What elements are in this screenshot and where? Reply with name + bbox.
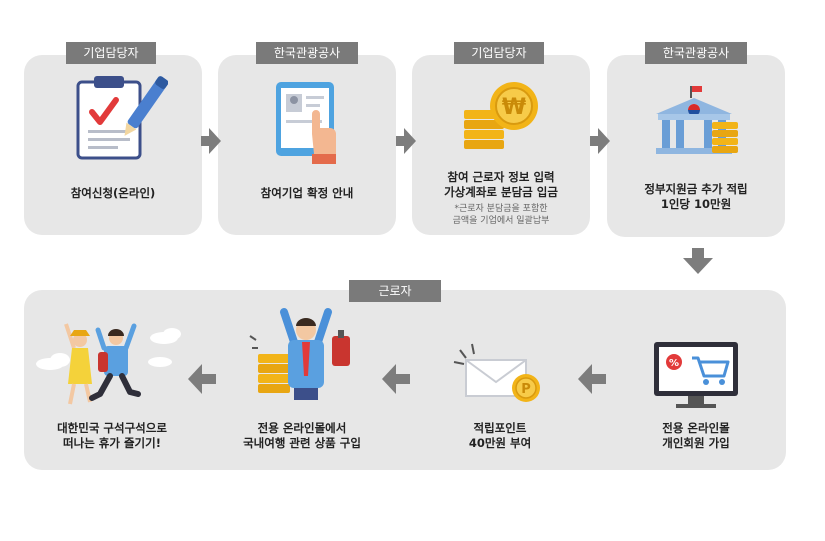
arrow-left-icon [382,364,410,394]
step-3-note-line1: *근로자 분담금을 포함한 [454,204,548,214]
step-4-role-tag: 한국관광공사 [645,42,747,64]
worker-step-3-label-line1: 전용 온라인몰에서 [257,421,347,435]
step-2-label: 참여기업 확정 안내 [260,186,354,200]
arrow-right-icon [201,128,221,154]
step-card-4 [607,55,785,237]
step-3-label-line2: 가상계좌로 분담금 입금 [444,185,558,199]
arrow-right-icon [590,128,610,154]
step-1-role-tag: 기업담당자 [66,42,156,64]
step-3-role-tag: 기업담당자 [454,42,544,64]
won-coins-icon: ₩ [464,82,538,149]
worker-step-2-label-line2: 40만원 부여 [468,436,532,450]
clipboard-checklist-icon [76,76,168,160]
envelope-point-icon: P [453,343,540,402]
worker-step-2-label-line1: 적립포인트 [473,421,527,435]
tablet-profile-icon [276,82,336,164]
step-4-label-line1: 정부지원금 추가 적립 [644,182,748,196]
arrow-left-icon [578,364,606,394]
worker-step-3-label-line2: 국내여행 관련 상품 구입 [243,436,361,450]
step-4-label-line2: 1인당 10만원 [660,197,732,211]
step-3-note-line2: 금액을 기업에서 일괄납부 [452,216,550,226]
travelers-jumping-icon [36,323,181,405]
discount-symbol: % [669,358,679,369]
worker-step-1-label-line1: 전용 온라인몰 [662,421,730,435]
government-building-coins-icon [656,86,738,154]
step-2-role-tag: 한국관광공사 [256,42,358,64]
won-symbol: ₩ [502,95,526,120]
worker-step-1-label-line2: 개인회원 가입 [662,436,730,450]
worker-step-4-label-line1: 대한민국 구석구석으로 [57,421,167,435]
happy-shopper-icon [249,308,350,400]
arrow-right-icon [396,128,416,154]
monitor-shopping-cart-icon: % [654,342,738,408]
worker-role-tag: 근로자 [349,280,441,302]
step-1-label: 참여신청(온라인) [70,186,156,200]
arrow-down-icon [683,248,713,274]
arrow-left-icon [188,364,216,394]
worker-step-4-label-line2: 떠나는 휴가 즐기기! [63,436,161,450]
point-symbol: P [521,382,531,397]
step-3-label-line1: 참여 근로자 정보 입력 [447,170,555,184]
